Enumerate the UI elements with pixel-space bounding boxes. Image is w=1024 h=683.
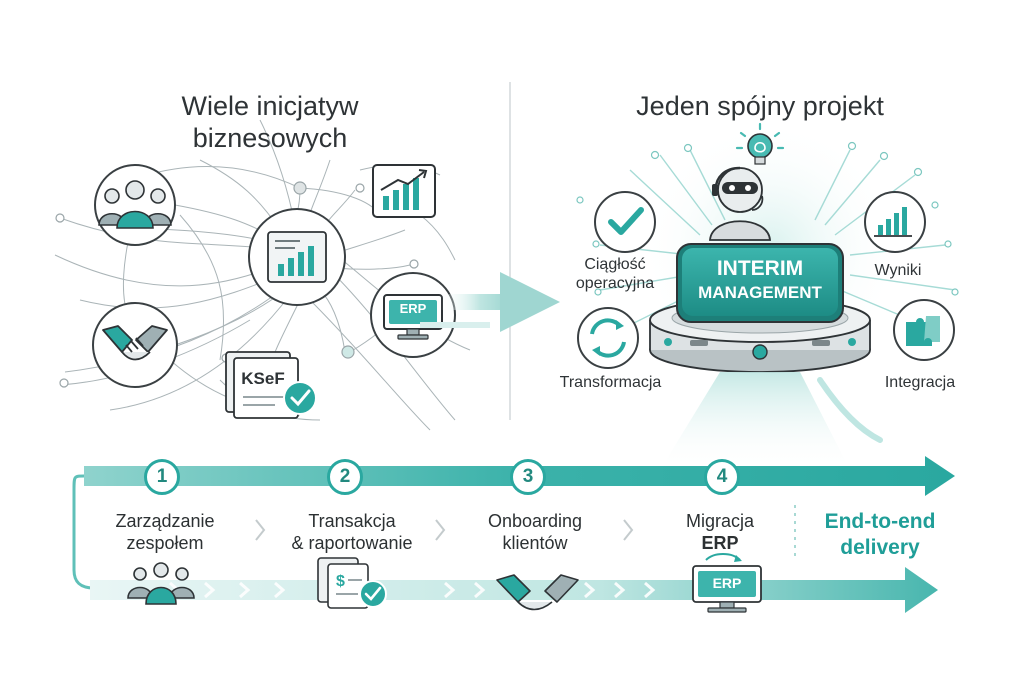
transformation-label: Transformacja [559,374,662,391]
bottom-erp-label: ERP [712,575,742,591]
step-4-line1: Migracja [685,511,755,531]
step-1-number: 1 [144,459,180,495]
erp-monitor-icon [370,272,456,358]
step-separators [255,505,796,560]
lightbulb-icon [735,122,785,165]
step-4-label: Migracja ERP [660,510,780,554]
step-3-number: 3 [510,459,546,495]
beam-swoosh [817,377,883,443]
end-to-end-label: End-to-end delivery [800,509,960,561]
light-beam [660,372,850,470]
end-to-end-line1: End-to-end [824,510,936,533]
panel-label: INTERIM MANAGEMENT [682,256,838,304]
end-to-end-line2: delivery [840,536,920,559]
step-4-line2: ERP [701,533,739,553]
right-title: Jeden spójny projekt [636,91,884,121]
continuity-label: Ciągłość operacyjna [560,255,670,293]
step-2-label: Transakcja & raportowanie [272,510,432,554]
integration-puzzle-icon [893,299,955,361]
erp-monitor-label: ERP [399,301,427,316]
step-4-number: 4 [704,459,740,495]
results-chart-icon [864,191,926,253]
step-2-line1: Transakcja [308,511,396,531]
step-1-label: Zarządzanie zespołem [90,510,240,554]
panel-label-line2: MANAGEMENT [698,283,822,302]
continuity-label-line2: operacyjna [575,275,655,292]
ray-dots [576,141,959,296]
results-label: Wyniki [874,262,922,279]
step2-invoice-icon: $ [317,557,387,609]
step4-erp-monitor-icon [692,553,762,613]
step-3-line1: Onboarding [487,511,583,531]
integration-label: Integracja [884,374,956,391]
ksef-document-icon [225,351,317,419]
step-1-line1: Zarządzanie [115,511,215,531]
continuity-label-line1: Ciągłość [584,256,646,273]
continuity-check-icon [594,191,656,253]
step-3-line2: klientów [502,533,568,553]
step-1-line2: zespołem [126,533,204,553]
step3-handshake-icon [496,574,579,611]
panel-label-line1: INTERIM [716,257,804,280]
growth-chart-icon [372,164,436,218]
transformation-cycle-icon [577,307,639,369]
robot-leader-icon [709,166,771,241]
interim-management-panel [676,243,844,323]
team-icon [94,164,176,246]
report-chart-icon [248,208,346,306]
left-title-line2: biznesowych [192,123,348,153]
svg-text:$: $ [336,573,345,590]
left-title: Wiele inicjatyw biznesowych [110,90,430,154]
handshake-icon [92,302,178,388]
transition-arrows [420,272,560,332]
step-2-number: 2 [327,459,363,495]
ksef-label: KSeF [241,369,285,388]
step-2-line2: & raportowanie [291,533,413,553]
step1-team-icon [127,562,195,605]
step-3-label: Onboarding klientów [455,510,615,554]
left-title-line1: Wiele inicjatyw [181,91,359,121]
